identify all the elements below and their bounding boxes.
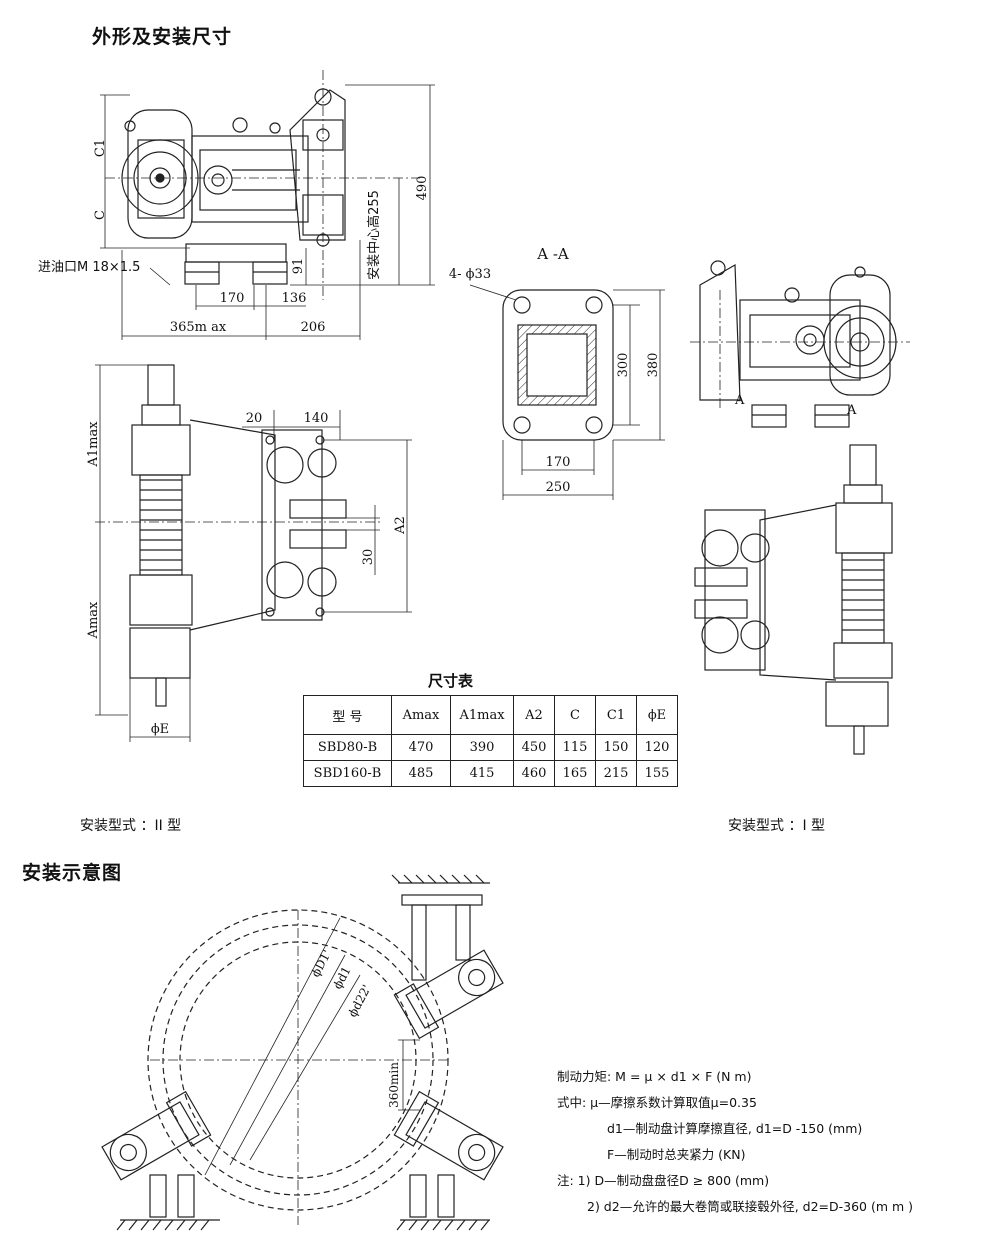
phi-e-label: ϕE (151, 722, 169, 737)
table-cell: 390 (450, 734, 514, 761)
dim-365: 365m ax (170, 320, 227, 335)
table-header: A2 (513, 695, 555, 735)
front-view-assembly (100, 70, 435, 340)
table-row: SBD160-B 485 415 460 165 215 155 (303, 760, 678, 787)
table-cell: 485 (391, 760, 451, 787)
dim-490: 490 (415, 176, 430, 201)
center-height-label: 安装中心高255 (366, 190, 382, 280)
table-cell: 415 (450, 760, 514, 787)
formula-line: F—制动时总夹紧力 (KN) (607, 1147, 746, 1162)
dim-300: 300 (616, 353, 631, 378)
section-aa-label: A -A (536, 245, 569, 263)
table-cell: SBD80-B (303, 734, 392, 761)
formula-line: 注: 1) D—制动盘盘径D ≥ 800 (mm) (557, 1173, 770, 1188)
formula-notes: 制动力矩: M = μ × d1 × F (N m) 式中: μ—摩擦系数计算取… (557, 1064, 987, 1220)
table-cell: 470 (391, 734, 451, 761)
min-360-label: 360min (387, 1062, 401, 1108)
c1-label: C1 (93, 139, 108, 157)
install-heading: 安装示意图 (22, 862, 123, 884)
c-label: C (93, 210, 108, 220)
table-row: SBD80-B 470 390 450 115 150 120 (303, 734, 678, 761)
right-view-assembly (690, 260, 910, 428)
dim-20: 20 (246, 411, 263, 426)
table-header: C (554, 695, 596, 735)
section-aa (469, 284, 665, 500)
table-cell: 115 (554, 734, 596, 761)
table-cell: 460 (513, 760, 555, 787)
table-header: Amax (391, 695, 451, 735)
outline-heading: 外形及安装尺寸 (92, 26, 233, 48)
section-a-right: A (846, 403, 857, 418)
table-title: 尺寸表 (428, 672, 474, 690)
a1max-label: A1max (86, 421, 101, 468)
dim-170: 170 (220, 291, 245, 306)
table-header-row: 型 号 Amax A1max A2 C C1 ϕE (303, 695, 678, 735)
formula-line: 2) d2—允许的最大卷筒或联接毂外径, d2=D-360 (m m ) (587, 1199, 914, 1214)
oil-inlet-label: 进油口M 18×1.5 (38, 260, 140, 275)
d2-prime-label: ϕd22' (345, 982, 374, 1019)
type-i-caption: 安装型式 ：I 型 (728, 818, 826, 834)
a2-label: A2 (393, 516, 408, 535)
table-cell: 155 (636, 760, 678, 787)
formula-line: 式中: μ—摩擦系数计算取值μ=0.35 (557, 1095, 757, 1110)
dim-136: 136 (282, 291, 307, 306)
dim-30: 30 (361, 549, 376, 566)
dim-140: 140 (304, 411, 329, 426)
dim-250: 250 (546, 480, 571, 495)
table-header: 型 号 (303, 695, 392, 735)
table-cell: 450 (513, 734, 555, 761)
install-diagram (101, 874, 504, 1231)
dim-380: 380 (646, 353, 661, 378)
amax-label: Amax (86, 601, 101, 639)
table-cell: 215 (595, 760, 637, 787)
table-cell: SBD160-B (303, 760, 392, 787)
dim-206: 206 (301, 320, 326, 335)
dim-91: 91 (291, 258, 306, 275)
dimension-table: 型 号 Amax A1max A2 C C1 ϕE SBD80-B 470 39… (303, 695, 678, 787)
table-header: A1max (450, 695, 514, 735)
dim-170b: 170 (546, 455, 571, 470)
type-ii-caption: 安装型式 ：II 型 (80, 818, 182, 834)
table-header: C1 (595, 695, 637, 735)
d1-label: ϕd1 (330, 964, 353, 991)
table-cell: 165 (554, 760, 596, 787)
hole-spec-label: 4- ϕ33 (449, 267, 491, 282)
d1-prime-label: ϕD1' (308, 947, 334, 979)
type-ii-assembly (95, 364, 412, 742)
table-cell: 120 (636, 734, 678, 761)
formula-line: d1—制动盘计算摩擦直径, d1=D -150 (mm) (607, 1121, 863, 1136)
formula-line: 制动力矩: M = μ × d1 × F (N m) (557, 1069, 752, 1084)
table-cell: 150 (595, 734, 637, 761)
section-a-left: A (734, 393, 745, 408)
table-header: ϕE (636, 695, 678, 735)
type-i-assembly (694, 444, 893, 755)
